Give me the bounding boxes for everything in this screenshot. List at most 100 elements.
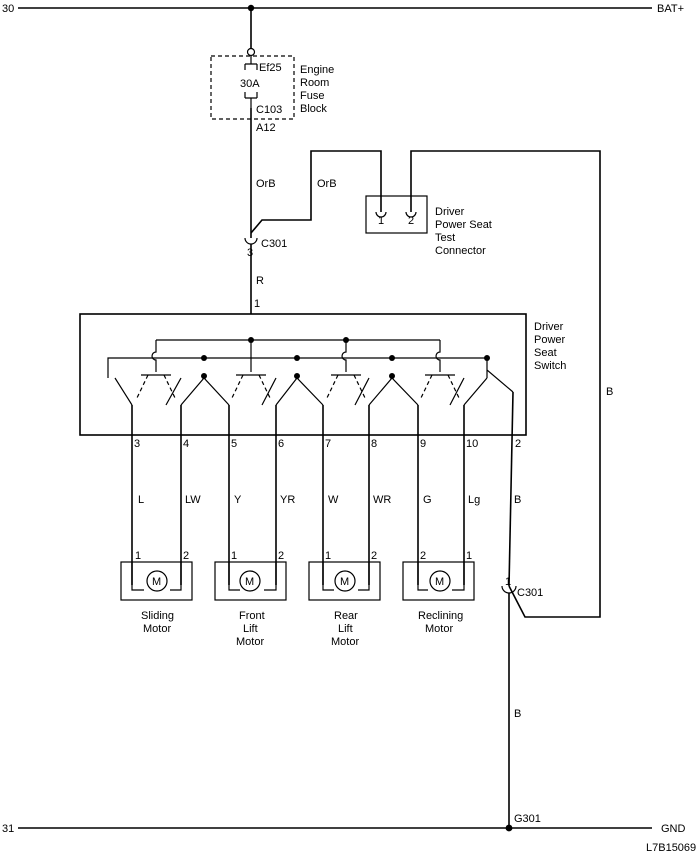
wire-color-L: L (138, 494, 144, 506)
rear-lift-motor-icon (334, 570, 356, 592)
test-connector-pin1-icon (375, 211, 387, 218)
switch-contacts-sliding (114, 340, 207, 406)
c301-top-pin: 3 (247, 247, 253, 259)
reclining-motor-pin-left: 2 (420, 550, 426, 562)
reclining-motor-symbol: M (435, 576, 444, 588)
orb-branch-wire (250, 150, 382, 234)
diagram-id: L7B15069 (646, 842, 696, 854)
front-lift-motor-pin-left: 1 (231, 550, 237, 562)
front-lift-motor (214, 561, 287, 601)
front-lift-motor-pin-right: 2 (278, 550, 284, 562)
front-lift-motor-label-line-1: Front (239, 610, 265, 622)
rear-lift-motor-label-line-1: Rear (334, 610, 358, 622)
rail-gnd-label: GND (661, 823, 686, 835)
sliding-motor-symbol: M (152, 576, 161, 588)
c301-right-name: C301 (517, 587, 543, 599)
orb-main-wire-color: OrB (256, 178, 276, 190)
rail-31-label: 31 (2, 823, 14, 835)
switch-pin-8: 8 (371, 438, 377, 450)
test-connector-body (365, 195, 428, 234)
rail-30-label: 30 (2, 3, 14, 15)
rear-lift-motor-label-line-3: Motor (331, 636, 359, 648)
sliding-motor-pin-left: 1 (135, 550, 141, 562)
switch-label-line-2: Power (534, 334, 566, 346)
test-connector-label-line-4: Connector (435, 245, 486, 257)
fuse-block-label-line-2: Room (300, 77, 329, 89)
ground-bus-junction (484, 355, 490, 361)
rear-lift-motor (308, 561, 381, 601)
switch-pin-6: 6 (278, 438, 284, 450)
switch-contacts-rear-lift (296, 340, 395, 406)
switch-pin-5: 5 (231, 438, 237, 450)
switch-input-pin: 1 (254, 298, 260, 310)
fuse-block-label-line-3: Fuse (300, 90, 324, 102)
fuse-rating: 30A (240, 78, 260, 90)
black-wire-pin2-color: B (514, 494, 521, 506)
switch-label-line-4: Switch (534, 360, 566, 372)
sliding-motor-pin-right: 2 (183, 550, 189, 562)
test-connector-label-line-3: Test (435, 232, 455, 244)
sliding-motor (120, 561, 193, 601)
switch-pin2-black-wire (508, 391, 514, 587)
switch-pin-9: 9 (420, 438, 426, 450)
c301-right-pin: 1 (505, 576, 511, 588)
wire-color-G: G (423, 494, 432, 506)
black-wire-ground-color: B (514, 708, 521, 720)
fuse-top-terminal (246, 47, 256, 57)
switch-pin-4: 4 (183, 438, 189, 450)
wire-color-Lg: Lg (468, 494, 480, 506)
sliding-motor-icon (146, 570, 168, 592)
switch-pin-2: 2 (515, 438, 521, 450)
wire-color-WR: WR (373, 494, 391, 506)
rear-lift-motor-pin-right: 2 (371, 550, 377, 562)
test-connector-pin2-icon (405, 211, 417, 218)
fuse-pin-a12: A12 (256, 122, 276, 134)
reclining-motor-label-line-2: Motor (425, 623, 453, 635)
fuse-block-label-line-1: Engine (300, 64, 334, 76)
driver-power-seat-switch-body (79, 313, 527, 436)
fuse-name: Ef25 (259, 62, 282, 74)
switch-label-line-3: Seat (534, 347, 557, 359)
test-connector-pin-2: 2 (408, 215, 414, 227)
switch-label-line-1: Driver (534, 321, 564, 333)
c301-top-name: C301 (261, 238, 287, 250)
test-connector-label-line-1: Driver (435, 206, 465, 218)
rear-lift-motor-symbol: M (340, 576, 349, 588)
sliding-motor-label-line-2: Motor (143, 623, 171, 635)
red-wire-color: R (256, 275, 264, 287)
front-lift-motor-icon (239, 570, 261, 592)
black-wire-right-color: B (606, 386, 613, 398)
switch-contacts-reclining (391, 340, 488, 406)
wire-color-YR: YR (280, 494, 295, 506)
fuse-connector-c103: C103 (256, 104, 282, 116)
switch-pin-3: 3 (134, 438, 140, 450)
ground-g301-junction (505, 824, 513, 832)
orb-branch-wire-color: OrB (317, 178, 337, 190)
black-wire-right-loop (410, 150, 601, 618)
engine-room-fuse-block-outline (210, 55, 295, 120)
test-connector-pin-1: 1 (378, 215, 384, 227)
front-lift-motor-symbol: M (245, 576, 254, 588)
wire-color-Y: Y (234, 494, 242, 506)
fuse-block-label-line-4: Block (300, 103, 327, 115)
switch-pin-7: 7 (325, 438, 331, 450)
test-connector-label-line-2: Power Seat (435, 219, 492, 231)
reclining-motor (402, 561, 475, 601)
rear-lift-motor-label-line-2: Lift (338, 623, 353, 635)
front-lift-motor-label-line-2: Lift (243, 623, 258, 635)
sliding-motor-label-line-1: Sliding (141, 610, 174, 622)
rail-bat-plus-label: BAT+ (657, 3, 684, 15)
reclining-motor-pin-right: 1 (466, 550, 472, 562)
fuse-ef25-symbol (244, 56, 258, 108)
wire-color-LW: LW (185, 494, 201, 506)
reclining-motor-label-line-1: Reclining (418, 610, 463, 622)
wire-color-W: W (328, 494, 339, 506)
rear-lift-motor-pin-left: 1 (325, 550, 331, 562)
front-lift-motor-label-line-3: Motor (236, 636, 264, 648)
switch-pin-10: 10 (466, 438, 478, 450)
ground-g301-label: G301 (514, 813, 541, 825)
switch-contacts-front-lift (203, 340, 300, 406)
reclining-motor-icon (429, 570, 451, 592)
c301-pin3-connector-icon (244, 237, 258, 245)
